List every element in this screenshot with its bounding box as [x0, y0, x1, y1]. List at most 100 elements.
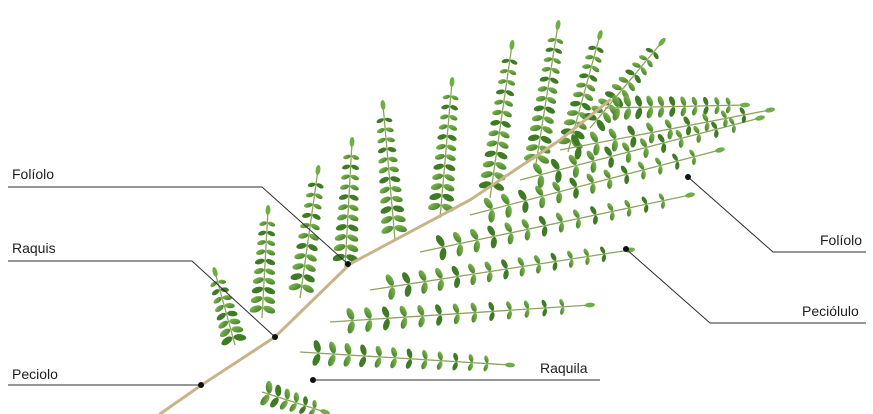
leaflet	[507, 233, 514, 245]
leaflet	[488, 311, 495, 321]
leaflet	[450, 104, 459, 111]
leaflet	[346, 320, 356, 334]
leaflet	[608, 157, 615, 168]
terminal-leaflet	[740, 102, 750, 107]
terminal-leaflet	[509, 40, 515, 51]
leaflet	[543, 115, 555, 125]
leaflet	[505, 300, 513, 310]
leaflet	[537, 215, 547, 227]
leaflet	[678, 139, 684, 148]
leaflet	[384, 117, 393, 123]
leaflet	[377, 137, 387, 145]
leaflet	[292, 262, 305, 270]
leaflet	[389, 358, 398, 370]
leaflet	[501, 58, 509, 64]
leaflet	[437, 133, 448, 140]
leaflet	[497, 140, 509, 150]
leaflet	[227, 310, 238, 316]
leaflet	[573, 91, 584, 97]
leaflet	[467, 263, 477, 275]
terminal-leaflet	[265, 205, 270, 215]
leaflet	[305, 253, 318, 263]
leaflet	[656, 95, 665, 107]
label-peciolulo: Peciólulo	[802, 303, 859, 319]
leaflet	[601, 254, 606, 262]
leaflet	[675, 161, 680, 170]
leaflet	[377, 146, 387, 154]
leaflet	[645, 107, 654, 119]
leaflet	[625, 152, 631, 163]
leaflet	[644, 204, 649, 213]
leaflet	[447, 134, 458, 143]
leaflet	[307, 182, 316, 188]
leaflet	[249, 304, 263, 314]
leaflet	[494, 99, 504, 106]
leaflet	[343, 342, 352, 355]
leaflet	[377, 156, 388, 165]
leaflet	[545, 47, 554, 53]
leaflet	[527, 134, 540, 142]
leaflet	[575, 219, 581, 229]
leaflet	[704, 122, 710, 132]
leaflet	[405, 358, 414, 369]
leaflet	[258, 230, 267, 237]
terminal-leaflet	[685, 192, 696, 199]
leaflet	[288, 282, 302, 291]
leaflet	[380, 214, 394, 225]
leaflet	[398, 305, 408, 318]
leaflet	[585, 256, 591, 265]
leaflet	[302, 212, 312, 219]
leaflet	[566, 250, 574, 259]
leaflet	[351, 154, 360, 161]
leaflet	[668, 95, 677, 106]
leaflet	[634, 95, 644, 108]
leaflet	[516, 188, 528, 201]
pinna	[332, 137, 360, 268]
pinna	[288, 165, 324, 298]
leaflet	[404, 284, 413, 297]
leaflet	[264, 276, 276, 286]
leaflet	[391, 195, 403, 203]
pointer-dot-raquila	[310, 377, 316, 383]
leaflet	[490, 119, 501, 126]
leaflet	[225, 303, 235, 309]
pinna	[330, 298, 595, 334]
leaflet	[634, 107, 643, 120]
leaflet	[262, 304, 276, 315]
leaflet	[435, 143, 446, 151]
leaflet	[714, 130, 719, 139]
leaflet	[685, 126, 691, 136]
leaflet	[588, 130, 599, 143]
leaflet	[663, 118, 673, 129]
leaflet	[378, 176, 390, 185]
leaflet	[448, 124, 458, 132]
leaflet	[275, 385, 282, 397]
leaflet	[586, 83, 597, 93]
leaflet	[387, 287, 396, 301]
leaflet	[303, 273, 317, 284]
leaflet	[592, 143, 600, 156]
terminal-leaflet	[211, 267, 218, 278]
leaflet	[390, 185, 402, 193]
leaflet	[626, 124, 637, 136]
leaflet	[552, 57, 562, 65]
leaflet	[389, 166, 400, 174]
leaflet	[503, 99, 514, 108]
pinna	[209, 267, 246, 348]
leaflet	[393, 214, 406, 223]
raquila-line	[470, 150, 720, 215]
leaflet	[588, 74, 598, 83]
leaflet	[656, 133, 666, 144]
leaflet	[337, 203, 348, 211]
leaflet	[657, 107, 666, 119]
leaflet	[264, 267, 276, 276]
leaflet	[643, 148, 649, 158]
leaflet	[589, 205, 598, 215]
leaflet	[437, 279, 445, 291]
leaflet	[379, 185, 391, 195]
leaflet	[254, 258, 265, 266]
leaflet	[488, 210, 496, 223]
leaflet	[529, 124, 541, 132]
leaflet	[691, 106, 699, 116]
leaflet	[250, 295, 263, 304]
